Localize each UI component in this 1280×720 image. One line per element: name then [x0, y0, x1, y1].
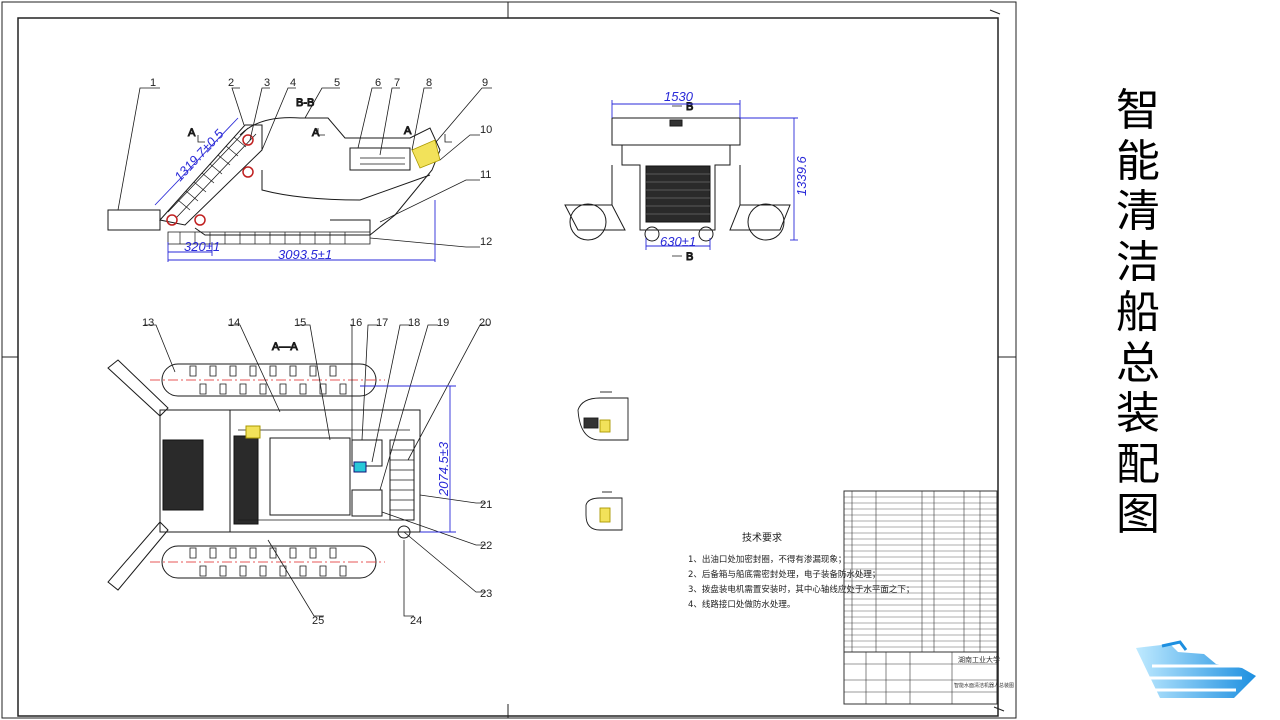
side-view-part-numbers: 1 2 3 4 5 6 7 8 9 10 11 12 [150, 77, 492, 248]
front-view: B B [564, 101, 791, 264]
part-number-3: 3 [264, 77, 270, 89]
part-number-21: 21 [480, 499, 492, 511]
part-number-14: 14 [228, 317, 240, 329]
dim-total-length: 3093.5±1 [278, 247, 332, 262]
title-char-2: 能 [1116, 135, 1160, 187]
tech-req-item-4: 4、线路接口处做防水处理。 [688, 599, 795, 610]
section-aa-label: A—A [272, 341, 298, 353]
part-number-9: 9 [482, 77, 488, 89]
part-number-16: 16 [350, 317, 362, 329]
tech-req-item-2: 2、后备箱与船底需密封处理，电子装备防水处理； [688, 569, 880, 580]
title-block-university: 湖南工业大学 [958, 655, 1000, 664]
title-char-8: 配 [1116, 438, 1160, 490]
title-block-drawing-name: 智能水面清洁机器人总装图 [954, 682, 1014, 689]
title-char-9: 图 [1116, 489, 1160, 540]
part-number-23: 23 [480, 588, 492, 600]
front-view-dimensions [611, 100, 798, 250]
part-number-15: 15 [294, 317, 306, 329]
part-number-10: 10 [480, 124, 492, 136]
technical-requirements: 技术要求 1、出油口处加密封圈，不得有渗漏现象； 2、后备箱与船底需密封处理，电… [688, 531, 914, 610]
part-number-22: 22 [480, 540, 492, 552]
part-number-1: 1 [150, 77, 156, 89]
title-char-3: 清 [1116, 186, 1160, 237]
top-view-leaders [144, 324, 490, 617]
title-char-6: 总 [1116, 337, 1160, 389]
title-char-7: 装 [1116, 388, 1160, 439]
section-bb-label: B-B [296, 97, 314, 109]
part-number-19: 19 [437, 317, 449, 329]
arrow-b-label-bottom: B [686, 251, 693, 263]
tech-req-title: 技术要求 [742, 531, 782, 544]
part-number-7: 7 [394, 77, 400, 89]
arrow-a-label-2: A [312, 127, 320, 139]
ship-logo-icon [1096, 640, 1256, 698]
sheet-frame [1, 1, 1017, 719]
dim-track-width: 630±1 [660, 234, 696, 249]
tech-req-item-3: 3、拨盘装电机需置安装时，其中心轴线应处于水平面之下； [688, 584, 914, 595]
part-number-8: 8 [426, 77, 432, 89]
arrow-a-label-3: A [404, 125, 412, 137]
side-view-dimensions [154, 117, 436, 262]
part-number-25: 25 [312, 615, 324, 627]
side-view: A A A B-B [107, 97, 452, 245]
title-block [843, 490, 998, 705]
part-number-2: 2 [228, 77, 234, 89]
dim-total-width: 1530 [664, 89, 694, 104]
slide-title: 智 能 清 洁 船 总 装 配 图 [1108, 85, 1168, 541]
part-number-6: 6 [375, 77, 381, 89]
title-char-4: 洁 [1116, 236, 1160, 288]
title-char-1: 智 [1116, 85, 1160, 136]
part-number-12: 12 [480, 236, 492, 248]
part-number-4: 4 [290, 77, 296, 89]
part-number-13: 13 [142, 317, 154, 329]
top-view: A—A [107, 341, 421, 591]
arrow-b-label-top: B [686, 101, 693, 113]
part-number-17: 17 [376, 317, 388, 329]
side-view-leaders [117, 87, 492, 248]
dim-total-height: 1339.6 [794, 155, 809, 196]
detail-views [577, 391, 629, 531]
tech-req-item-1: 1、出油口处加密封圈，不得有渗漏现象； [688, 554, 846, 565]
part-number-5: 5 [334, 77, 340, 89]
dim-front-offset: 320±1 [184, 239, 220, 254]
title-char-5: 船 [1116, 287, 1160, 338]
part-number-11: 11 [480, 169, 491, 181]
top-view-dimensions [360, 385, 456, 533]
top-view-part-numbers: 13 14 15 16 17 18 19 20 21 22 23 24 25 [142, 317, 492, 627]
arrow-a-label-1: A [188, 127, 196, 139]
part-number-20: 20 [479, 317, 491, 329]
part-number-24: 24 [410, 615, 422, 627]
dim-side-length: 2074.5±3 [436, 441, 451, 497]
part-number-18: 18 [408, 317, 420, 329]
